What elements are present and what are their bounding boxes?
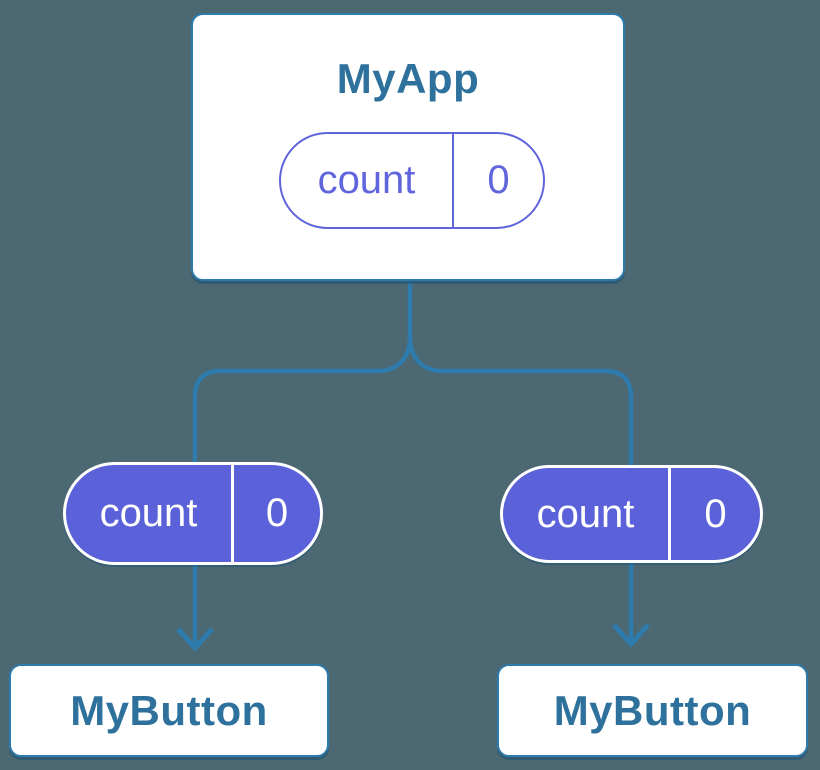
node-mybutton-title: MyButton	[553, 686, 752, 734]
branch-left-line	[192, 335, 413, 645]
pill-divider	[231, 465, 234, 562]
arrow-down-icon	[176, 627, 214, 652]
node-mybutton-right: MyButton	[497, 664, 808, 757]
state-key-label: count	[99, 491, 198, 535]
pill-divider	[452, 134, 454, 227]
state-value-label: 0	[487, 158, 510, 202]
state-key-label: count	[536, 491, 635, 536]
pill-divider	[668, 468, 671, 560]
state-pill-root: count 0	[279, 132, 545, 229]
state-pill-child-right: count 0	[500, 465, 763, 563]
node-myapp-title: MyApp	[336, 55, 480, 102]
state-key-label: count	[317, 158, 416, 202]
node-mybutton-title: MyButton	[70, 686, 268, 734]
arrow-down-icon	[612, 623, 650, 648]
node-mybutton-left: MyButton	[9, 664, 329, 757]
branch-right-line	[407, 335, 634, 641]
state-value-label: 0	[265, 491, 289, 535]
state-value-label: 0	[704, 491, 727, 536]
state-pill-child-left: count 0	[63, 462, 323, 565]
